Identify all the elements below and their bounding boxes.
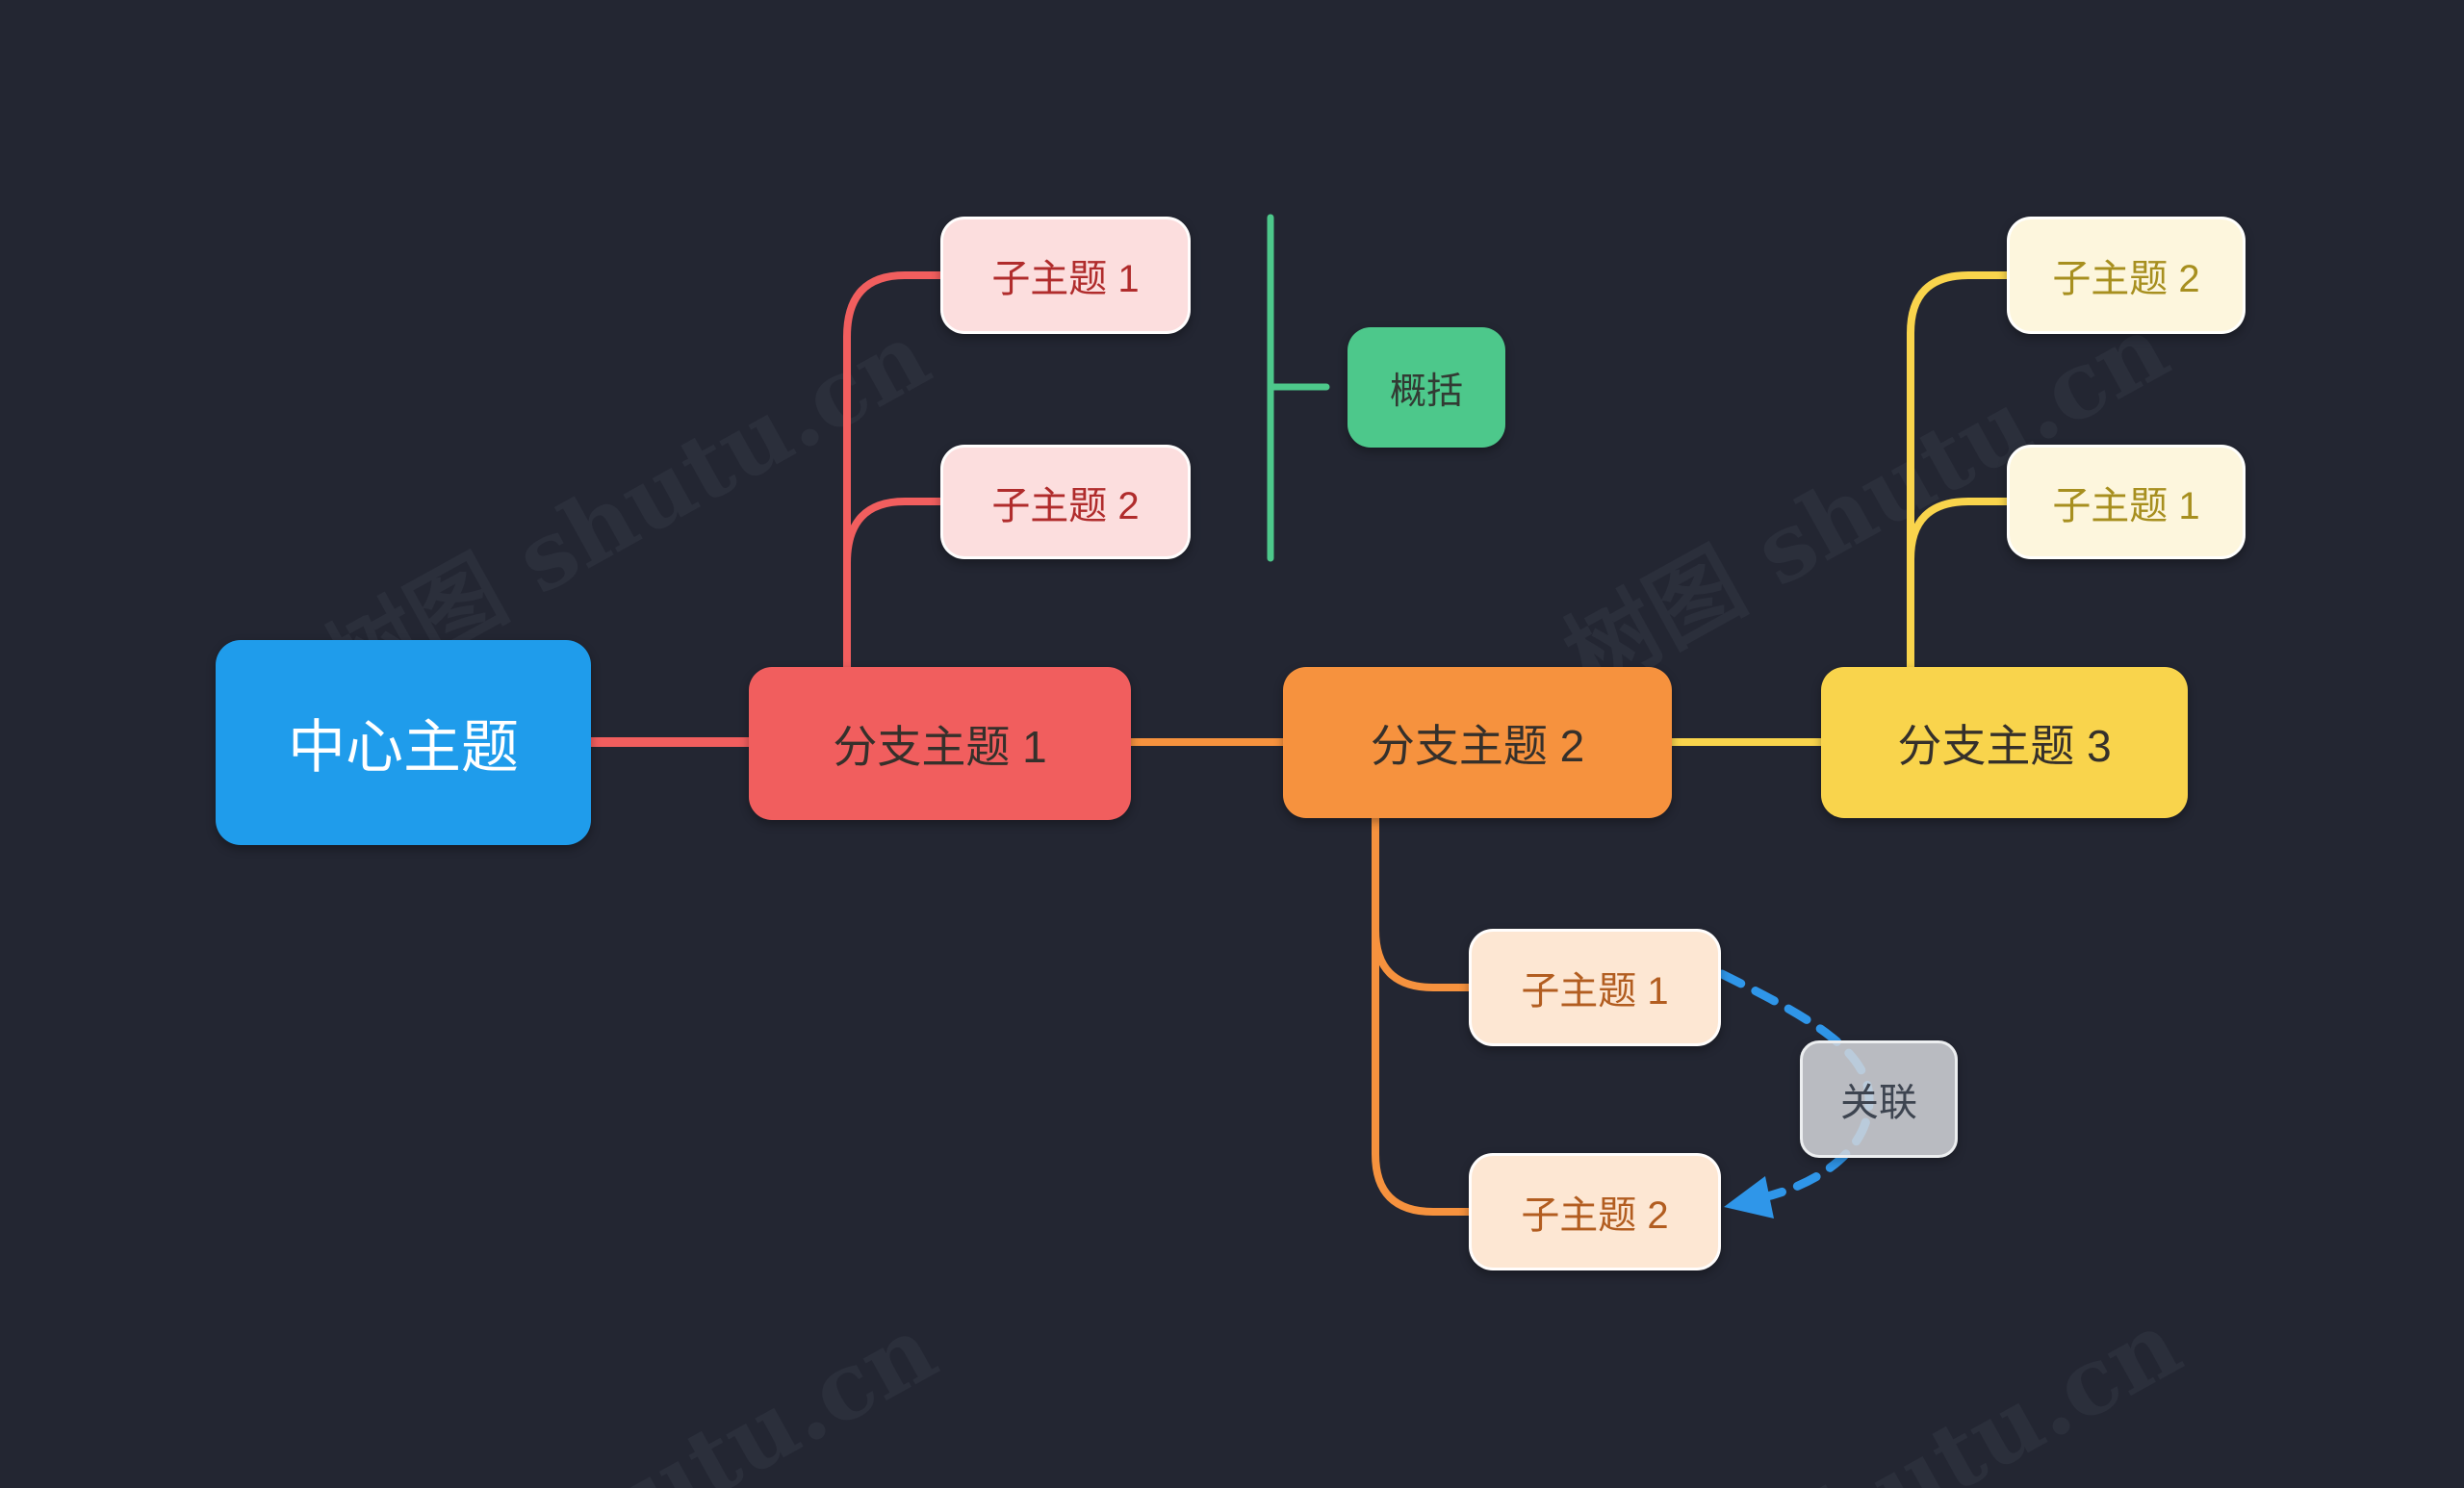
branch3-subtopic2-node[interactable]: 子主题 2 (2007, 217, 2246, 334)
edge-branch3-child1 (1907, 498, 2013, 674)
branch1-subtopic1-node[interactable]: 子主题 1 (940, 217, 1191, 334)
branch1-subtopic2-node[interactable]: 子主题 2 (940, 445, 1191, 559)
branch2-subtopic1-node[interactable]: 子主题 1 (1469, 929, 1721, 1046)
edge-branch3-child2 (1907, 271, 2013, 674)
edge-branch2-child1 (1372, 812, 1475, 991)
branch3-node[interactable]: 分支主题 3 (1821, 667, 2188, 818)
edge-branch1-child1 (843, 271, 946, 674)
relation-arrowhead-icon (1724, 1176, 1774, 1219)
branch2-node[interactable]: 分支主题 2 (1283, 667, 1672, 818)
edge-branch1-child2 (843, 498, 946, 674)
central-topic-node[interactable]: 中心主题 (216, 640, 591, 845)
summary-label-node[interactable]: 概括 (1348, 327, 1505, 448)
branch2-subtopic2-node[interactable]: 子主题 2 (1469, 1153, 1721, 1270)
branch1-node[interactable]: 分支主题 1 (749, 667, 1131, 820)
edge-branch2-child2 (1372, 812, 1475, 1216)
branch3-subtopic1-node[interactable]: 子主题 1 (2007, 445, 2246, 559)
relation-label-node[interactable]: 关联 (1800, 1040, 1958, 1158)
